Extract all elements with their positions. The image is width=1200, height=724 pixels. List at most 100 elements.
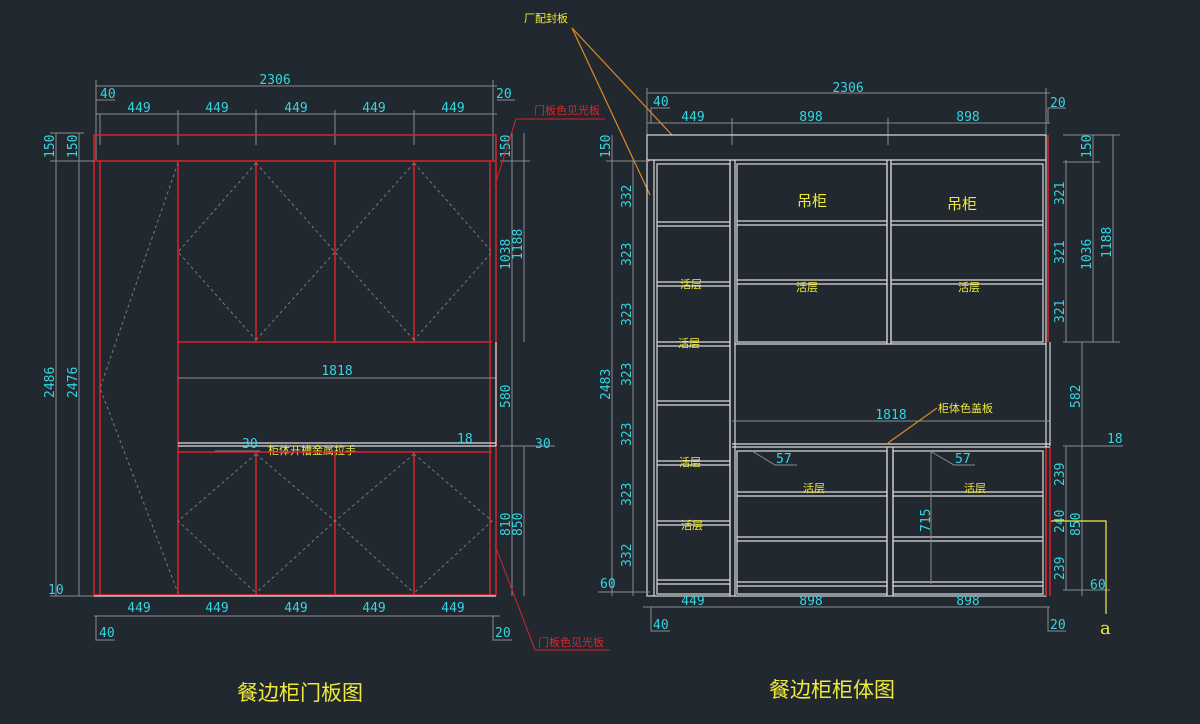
dim-middle-width: 1818 — [875, 408, 906, 423]
callout-leader-top — [494, 118, 605, 186]
dim-right-row-upper: 321 — [1053, 182, 1068, 205]
dim-left-offset: 40 — [653, 95, 669, 110]
dim-segment: 449 — [681, 594, 704, 609]
section-marker-a: a — [1100, 618, 1111, 639]
dim-right-row-upper: 321 — [1053, 300, 1068, 323]
dim-total-width: 2306 — [259, 73, 290, 88]
dim-left-total: 2483 — [599, 369, 614, 400]
leader — [751, 450, 797, 466]
door-swing-indicator — [413, 453, 493, 594]
dim-right-row-lower: 239 — [1053, 557, 1068, 580]
dim-gap: 30 — [535, 437, 551, 452]
dim-left-row: 323 — [620, 423, 635, 446]
dim-left-top-outer: 150 — [43, 135, 58, 158]
shelf-label: 活层 — [679, 456, 701, 469]
base-cabinet-right — [892, 450, 1044, 595]
door-outline — [93, 134, 497, 596]
dim-right-offset-bottom: 20 — [495, 626, 511, 641]
dim-segment: 449 — [362, 101, 385, 116]
dim-segment: 449 — [284, 101, 307, 116]
hanging-cabinet-shelves — [735, 220, 1046, 345]
dim-middle-width: 1818 — [321, 364, 352, 379]
dim-left-row: 323 — [620, 363, 635, 386]
door-swing-indicator — [334, 453, 415, 594]
tall-column-shelves — [657, 221, 730, 585]
leader — [95, 616, 115, 641]
dim-left-top: 150 — [599, 135, 614, 158]
dim-total-width: 2306 — [832, 81, 863, 96]
dim-segment: 449 — [441, 101, 464, 116]
base-cabinet-shelves — [737, 491, 1043, 587]
leader — [1047, 107, 1066, 123]
callout-leader — [571, 27, 673, 136]
door-swing-indicator — [334, 162, 415, 341]
shelf-label: 活层 — [678, 337, 700, 350]
dim-segment: 449 — [127, 101, 150, 116]
dim-segment: 449 — [681, 110, 704, 125]
drawing-title-body: 餐边柜柜体图 — [769, 678, 895, 702]
dim-segment: 898 — [956, 594, 979, 609]
shelf-label: 活层 — [680, 278, 702, 291]
dim-upper-total: 1188 — [1100, 227, 1115, 258]
dim-middle: 582 — [1069, 385, 1084, 408]
dim-gap: 18 — [1107, 432, 1123, 447]
dim-upper-inner: 1036 — [1080, 239, 1095, 270]
dim-right-row-upper: 321 — [1053, 241, 1068, 264]
dim-lower-total: 850 — [1069, 513, 1084, 536]
door-swing-indicator — [255, 162, 336, 341]
dim-left-total-outer: 2486 — [43, 367, 58, 398]
dim-segment: 449 — [441, 601, 464, 616]
dim-left-row: 332 — [620, 544, 635, 567]
door-panel-drawing: 2306 40 20 449 449 449 449 449 1818 — [43, 73, 610, 705]
dim-handle-left: 30 — [242, 437, 258, 452]
callout-door-color-top: 门板色见光板 — [534, 103, 600, 117]
door-swing-indicator — [177, 453, 257, 594]
dim-upper-door: 1038 — [499, 239, 514, 270]
dim-inner-715: 715 — [919, 509, 934, 532]
callout-leader — [887, 407, 938, 444]
dim-left-row: 323 — [620, 483, 635, 506]
door-swing-indicator — [99, 162, 179, 594]
shelf-label: 活层 — [681, 519, 703, 532]
dim-segment: 449 — [362, 601, 385, 616]
handle-label: 柜体开槽金属拉手 — [268, 443, 356, 457]
shelf-label: 活层 — [958, 281, 980, 294]
base-cabinet-left — [736, 450, 888, 595]
cabinet-outline — [646, 134, 1047, 597]
door-swing-indicator — [177, 162, 257, 341]
door-swing-indicator — [255, 453, 336, 594]
dim-left-row: 323 — [620, 243, 635, 266]
door-swing-indicator — [413, 162, 493, 341]
dim-left-bottom: 60 — [600, 577, 616, 592]
dim-right-offset: 20 — [1050, 96, 1066, 111]
dim-right-bottom: 60 — [1090, 578, 1106, 593]
drawing-title-door: 餐边柜门板图 — [237, 681, 363, 705]
leader — [650, 107, 670, 123]
dim-lower-total: 850 — [511, 513, 526, 536]
dim-left-row: 332 — [620, 185, 635, 208]
dim-left-offset: 40 — [100, 87, 116, 102]
dim-segment: 449 — [205, 101, 228, 116]
dim-left-top-inner: 150 — [66, 135, 81, 158]
dim-segment: 898 — [956, 110, 979, 125]
section-line — [1051, 520, 1107, 614]
dim-left-bottom: 10 — [48, 583, 64, 598]
cover-board-label: 柜体色盖板 — [938, 401, 993, 415]
callout-leader — [571, 27, 651, 196]
dim-left-offset-bottom: 40 — [653, 618, 669, 633]
dim-segment: 898 — [799, 594, 822, 609]
dim-right-offset: 20 — [496, 87, 512, 102]
hanging-cabinet-left — [736, 163, 888, 343]
dim-right-offset-bottom: 20 — [1050, 618, 1066, 633]
dim-inner-57-right: 57 — [955, 452, 971, 467]
dim-lower-door: 810 — [499, 513, 514, 536]
hanging-cabinet-label: 吊柜 — [797, 192, 827, 210]
cabinet-body-drawing: 厂配封板 2306 40 20 449 898 898 — [524, 11, 1123, 702]
shelf-label: 活层 — [964, 482, 986, 495]
leader — [492, 616, 512, 641]
leader — [1047, 607, 1066, 632]
dim-segment: 898 — [799, 110, 822, 125]
callout-factory-panel: 厂配封板 — [524, 11, 568, 25]
dim-inner-57-left: 57 — [776, 452, 792, 467]
